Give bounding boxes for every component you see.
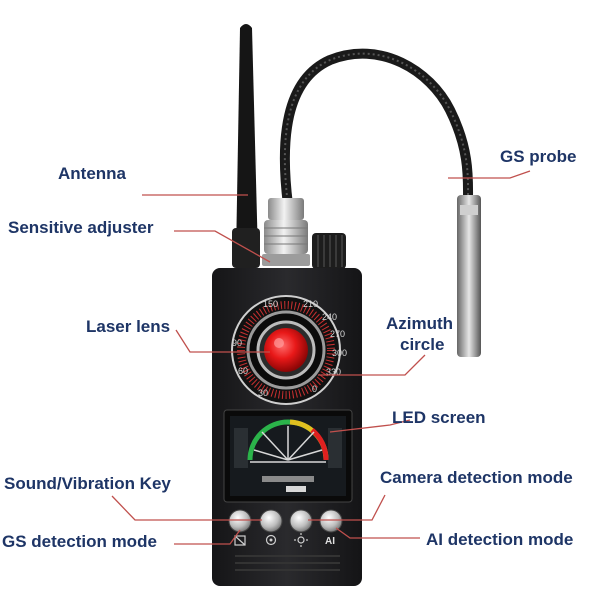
label-laser-lens: Laser lens: [86, 317, 171, 336]
dial-tick-150: 150: [263, 299, 278, 309]
ai-detection-button[interactable]: [319, 509, 343, 533]
label-azimuth-circle-line1: Azimuth: [386, 314, 454, 333]
dial-tick-240: 240: [322, 312, 337, 322]
sound-vibration-icon: [265, 534, 277, 546]
leader-gs-detection: [174, 529, 241, 545]
label-ai-detection-mode: AI detection mode: [426, 530, 574, 549]
gs-probe: [279, 48, 481, 357]
speaker-grille: [235, 555, 340, 571]
leader-sound-vibration: [111, 495, 262, 521]
dial-tick-210: 210: [303, 299, 318, 309]
dial-tick-330: 330: [326, 367, 341, 377]
dial-tick-90: 90: [232, 338, 242, 348]
gs-detection-button[interactable]: [228, 509, 252, 533]
leader-laser-lens: [175, 329, 270, 353]
leader-lines: [111, 170, 531, 545]
sound-vibration-button[interactable]: [259, 509, 283, 533]
laser-lens: [256, 320, 316, 380]
camera-mode-icon: [294, 533, 308, 547]
led-screen: [223, 409, 353, 503]
label-azimuth-circle-line2: circle: [400, 335, 445, 354]
dial-tick-0: 0: [312, 384, 317, 394]
label-camera-detection-mode: Camera detection mode: [380, 468, 573, 487]
label-gs-detection-mode: GS detection mode: [2, 532, 157, 551]
ai-button-label: AI: [325, 536, 335, 547]
leader-camera-detection: [308, 494, 386, 521]
leader-led-screen: [329, 419, 411, 433]
sensitive-adjuster-knob[interactable]: [312, 233, 346, 269]
label-led-screen: LED screen: [392, 408, 486, 427]
dial-tick-300: 300: [332, 348, 347, 358]
label-sensitive-adjuster: Sensitive adjuster: [8, 218, 154, 237]
label-antenna: Antenna: [58, 164, 126, 183]
dial-tick-30: 30: [258, 388, 268, 398]
leader-ai-detection: [335, 527, 420, 539]
label-gs-probe: GS probe: [500, 147, 577, 166]
camera-detection-button[interactable]: [289, 509, 313, 533]
leader-azimuth: [318, 354, 426, 376]
label-sound-vibration-key: Sound/Vibration Key: [4, 474, 171, 493]
antenna: [232, 24, 260, 268]
dial-tick-270: 270: [330, 329, 345, 339]
leader-sensitive-adjuster: [174, 230, 271, 263]
leader-gs-probe: [448, 170, 531, 179]
dial-tick-60: 60: [238, 366, 248, 376]
gs-mode-icon: [234, 535, 246, 546]
probe-connector: [262, 198, 310, 266]
